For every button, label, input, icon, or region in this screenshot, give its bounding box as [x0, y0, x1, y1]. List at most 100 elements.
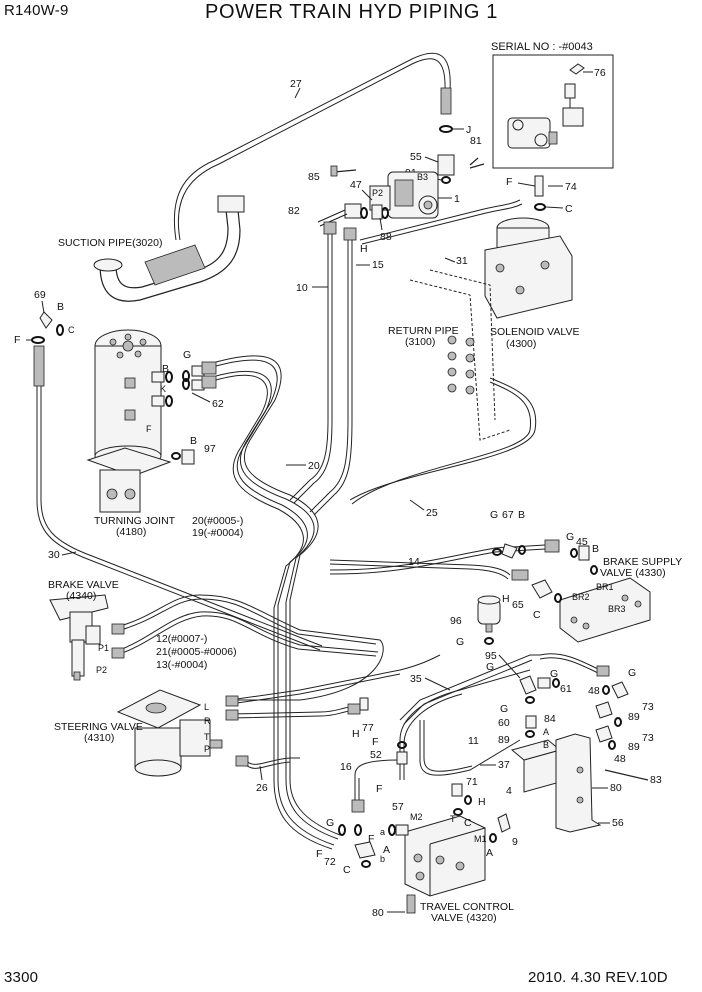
inset-callout: 76 [594, 67, 606, 79]
callout-52: 52 [370, 749, 382, 761]
callout-48a: 48 [588, 685, 600, 697]
revision-date: 2010. 4.30 REV.10D [528, 969, 668, 986]
port-T: T [204, 732, 210, 742]
callout-F-mid: F [376, 783, 382, 795]
callout-97: 97 [204, 443, 216, 455]
hose-bundle-20 [215, 355, 341, 850]
callout-B-69: B [57, 301, 64, 313]
turning-joint-fittings [151, 361, 217, 407]
callout-C-71: C [464, 817, 472, 829]
callout-9: 9 [512, 836, 518, 848]
port-BR3: BR3 [608, 604, 626, 614]
valve-4: A B [510, 727, 562, 793]
hose-27 [173, 52, 452, 241]
hose-10-15 [289, 221, 357, 516]
callout-26: 26 [256, 782, 268, 794]
port-L: L [204, 702, 209, 712]
port-R: R [204, 716, 211, 726]
port-a: a [380, 827, 385, 837]
callout-25: 25 [426, 507, 438, 519]
callout-B-tj: B [162, 363, 169, 375]
steering-valve-label: STEERING VALVE [54, 721, 143, 733]
callout-84: 84 [544, 713, 556, 725]
port-p2: P2 [96, 665, 107, 675]
callout-82: 82 [288, 205, 300, 217]
travel-control-valve-label: TRAVEL CONTROL [420, 901, 514, 913]
solenoid-valve-number: (4300) [506, 338, 536, 350]
return-pipe [409, 269, 511, 441]
turning-joint: F K I [86, 329, 172, 513]
serial-inset: SERIAL NO : -#0043 76 [491, 41, 614, 169]
port-b: b [380, 854, 385, 864]
callout-21: 21(#0005-#0006) [156, 646, 237, 658]
callout-G-67: G [490, 509, 498, 521]
callout-19: 19(-#0004) [192, 527, 243, 539]
steering-valve-number: (4310) [84, 732, 114, 744]
port-BR1: BR1 [596, 582, 614, 592]
callout-27: 27 [290, 78, 302, 90]
callout-G-61: G [550, 668, 558, 680]
suction-pipe-label: SUCTION PIPE(3020) [58, 237, 162, 249]
callout-60: 60 [498, 717, 510, 729]
callout-55: 55 [410, 151, 422, 163]
callout-B-plug: B [190, 435, 197, 447]
callout-C-65: C [533, 609, 541, 621]
callout-G-48: G [628, 667, 636, 679]
callout-J: J [466, 124, 471, 136]
brake-valve: P1 P2 [49, 594, 109, 681]
callout-B-67: B [518, 509, 525, 521]
model-number: R140W-9 [4, 2, 69, 19]
page-number: 3300 [4, 969, 39, 986]
travel-control-valve: M2 M1 T a b [380, 812, 487, 914]
page-title: POWER TRAIN HYD PIPING 1 [205, 1, 498, 23]
callout-H-71: H [478, 796, 486, 808]
main-pump: P2 B3 [369, 171, 439, 219]
callout-A-right: A [486, 847, 493, 859]
port-T2: T [450, 814, 456, 824]
turning-joint-label: TURNING JOINT [94, 515, 176, 527]
callout-G-45: G [566, 531, 574, 543]
brake-supply-valve-label: BRAKE SUPPLY [603, 556, 682, 568]
port-M1: M1 [474, 834, 487, 844]
callout-72: 72 [324, 856, 336, 868]
turning-joint-number: (4180) [116, 526, 146, 538]
callout-95: 95 [485, 650, 497, 662]
callout-F-tcv: F [368, 833, 374, 845]
port-F: F [146, 424, 152, 434]
callout-89c: 89 [498, 734, 510, 746]
callout-G-tcv: G [326, 817, 334, 829]
brake-valve-number: (4340) [66, 590, 96, 602]
callout-89a: 89 [628, 711, 640, 723]
port-P: P [204, 744, 210, 754]
callout-73b: 73 [642, 732, 654, 744]
callout-77: 77 [362, 722, 374, 734]
travel-control-valve-number: VALVE (4320) [431, 912, 497, 924]
callout-F-69: F [14, 334, 20, 346]
callout-83: 83 [650, 774, 662, 786]
callout-80-right: 80 [610, 782, 622, 794]
callout-B-45: B [592, 543, 599, 555]
port-C: C [68, 325, 75, 335]
callout-G-60: G [500, 703, 508, 715]
callout-45: 45 [576, 536, 588, 548]
callout-89b: 89 [628, 741, 640, 753]
callout-G-tj: G [183, 349, 191, 361]
callout-61: 61 [560, 683, 572, 695]
callout-F-72: F [316, 848, 322, 860]
callout-G-95: G [486, 661, 494, 673]
callout-F-52: F [372, 736, 378, 748]
port-M2: M2 [410, 812, 423, 822]
callout-C-top: C [565, 203, 573, 215]
callout-12: 12(#0007-) [156, 633, 207, 645]
brake-valve-label: BRAKE VALVE [48, 579, 119, 591]
callout-81: 81 [470, 135, 482, 147]
accumulator-96 [477, 595, 501, 633]
callout-1: 1 [454, 193, 460, 205]
callout-4: 4 [506, 785, 512, 797]
callout-A-left: A [383, 844, 390, 856]
callout-20: 20 [308, 460, 320, 472]
serial-label: SERIAL NO : -#0043 [491, 41, 593, 53]
callout-67: 67 [502, 509, 514, 521]
callout-13: 13(-#0004) [156, 659, 207, 671]
